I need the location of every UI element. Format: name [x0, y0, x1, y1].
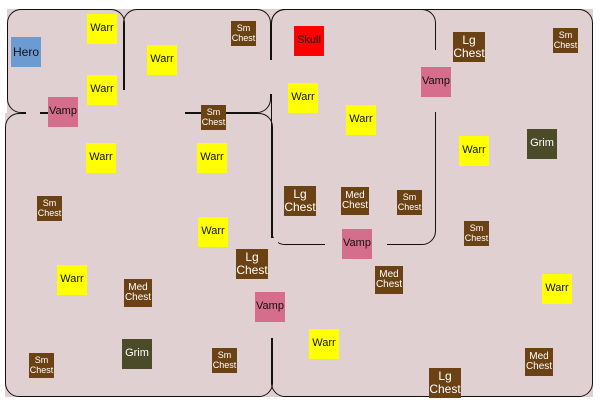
warrior-tile[interactable]: Warr [346, 105, 376, 135]
medium-chest-tile[interactable]: Med Chest [525, 348, 553, 376]
doorway [121, 90, 129, 110]
warrior-tile[interactable]: Warr [288, 83, 318, 113]
skull-tile[interactable]: Skull [294, 26, 324, 56]
small-chest-tile[interactable]: Sm Chest [201, 105, 226, 130]
large-chest-tile[interactable]: Lg Chest [429, 368, 461, 398]
doorway [264, 60, 278, 94]
medium-chest-tile[interactable]: Med Chest [124, 279, 152, 307]
small-chest-tile[interactable]: Sm Chest [212, 348, 237, 373]
small-chest-tile[interactable]: Sm Chest [553, 28, 578, 53]
large-chest-tile[interactable]: Lg Chest [236, 249, 268, 279]
warrior-tile[interactable]: Warr [542, 274, 572, 304]
warrior-tile[interactable]: Warr [309, 329, 339, 359]
warrior-tile[interactable]: Warr [86, 143, 116, 173]
small-chest-tile[interactable]: Sm Chest [29, 353, 54, 378]
grim-tile[interactable]: Grim [122, 339, 152, 369]
warrior-tile[interactable]: Warr [197, 143, 227, 173]
hero-tile[interactable]: Hero [11, 37, 41, 67]
vampire-tile[interactable]: Vamp [48, 97, 78, 127]
large-chest-tile[interactable]: Lg Chest [284, 186, 316, 216]
large-chest-tile[interactable]: Lg Chest [453, 32, 485, 62]
doorway [75, 106, 185, 120]
warrior-tile[interactable]: Warr [87, 75, 117, 105]
warrior-tile[interactable]: Warr [459, 136, 489, 166]
small-chest-tile[interactable]: Sm Chest [464, 221, 489, 246]
warrior-tile[interactable]: Warr [57, 265, 87, 295]
warrior-tile[interactable]: Warr [198, 217, 228, 247]
vampire-tile[interactable]: Vamp [255, 292, 285, 322]
grim-tile[interactable]: Grim [527, 129, 557, 159]
medium-chest-tile[interactable]: Med Chest [341, 187, 369, 215]
small-chest-tile[interactable]: Sm Chest [231, 21, 256, 46]
vampire-tile[interactable]: Vamp [421, 67, 451, 97]
warrior-tile[interactable]: Warr [87, 14, 117, 44]
vampire-tile[interactable]: Vamp [342, 229, 372, 259]
small-chest-tile[interactable]: Sm Chest [397, 190, 422, 215]
doorway [26, 106, 40, 120]
warrior-tile[interactable]: Warr [147, 45, 177, 75]
small-chest-tile[interactable]: Sm Chest [37, 196, 62, 221]
medium-chest-tile[interactable]: Med Chest [375, 266, 403, 294]
